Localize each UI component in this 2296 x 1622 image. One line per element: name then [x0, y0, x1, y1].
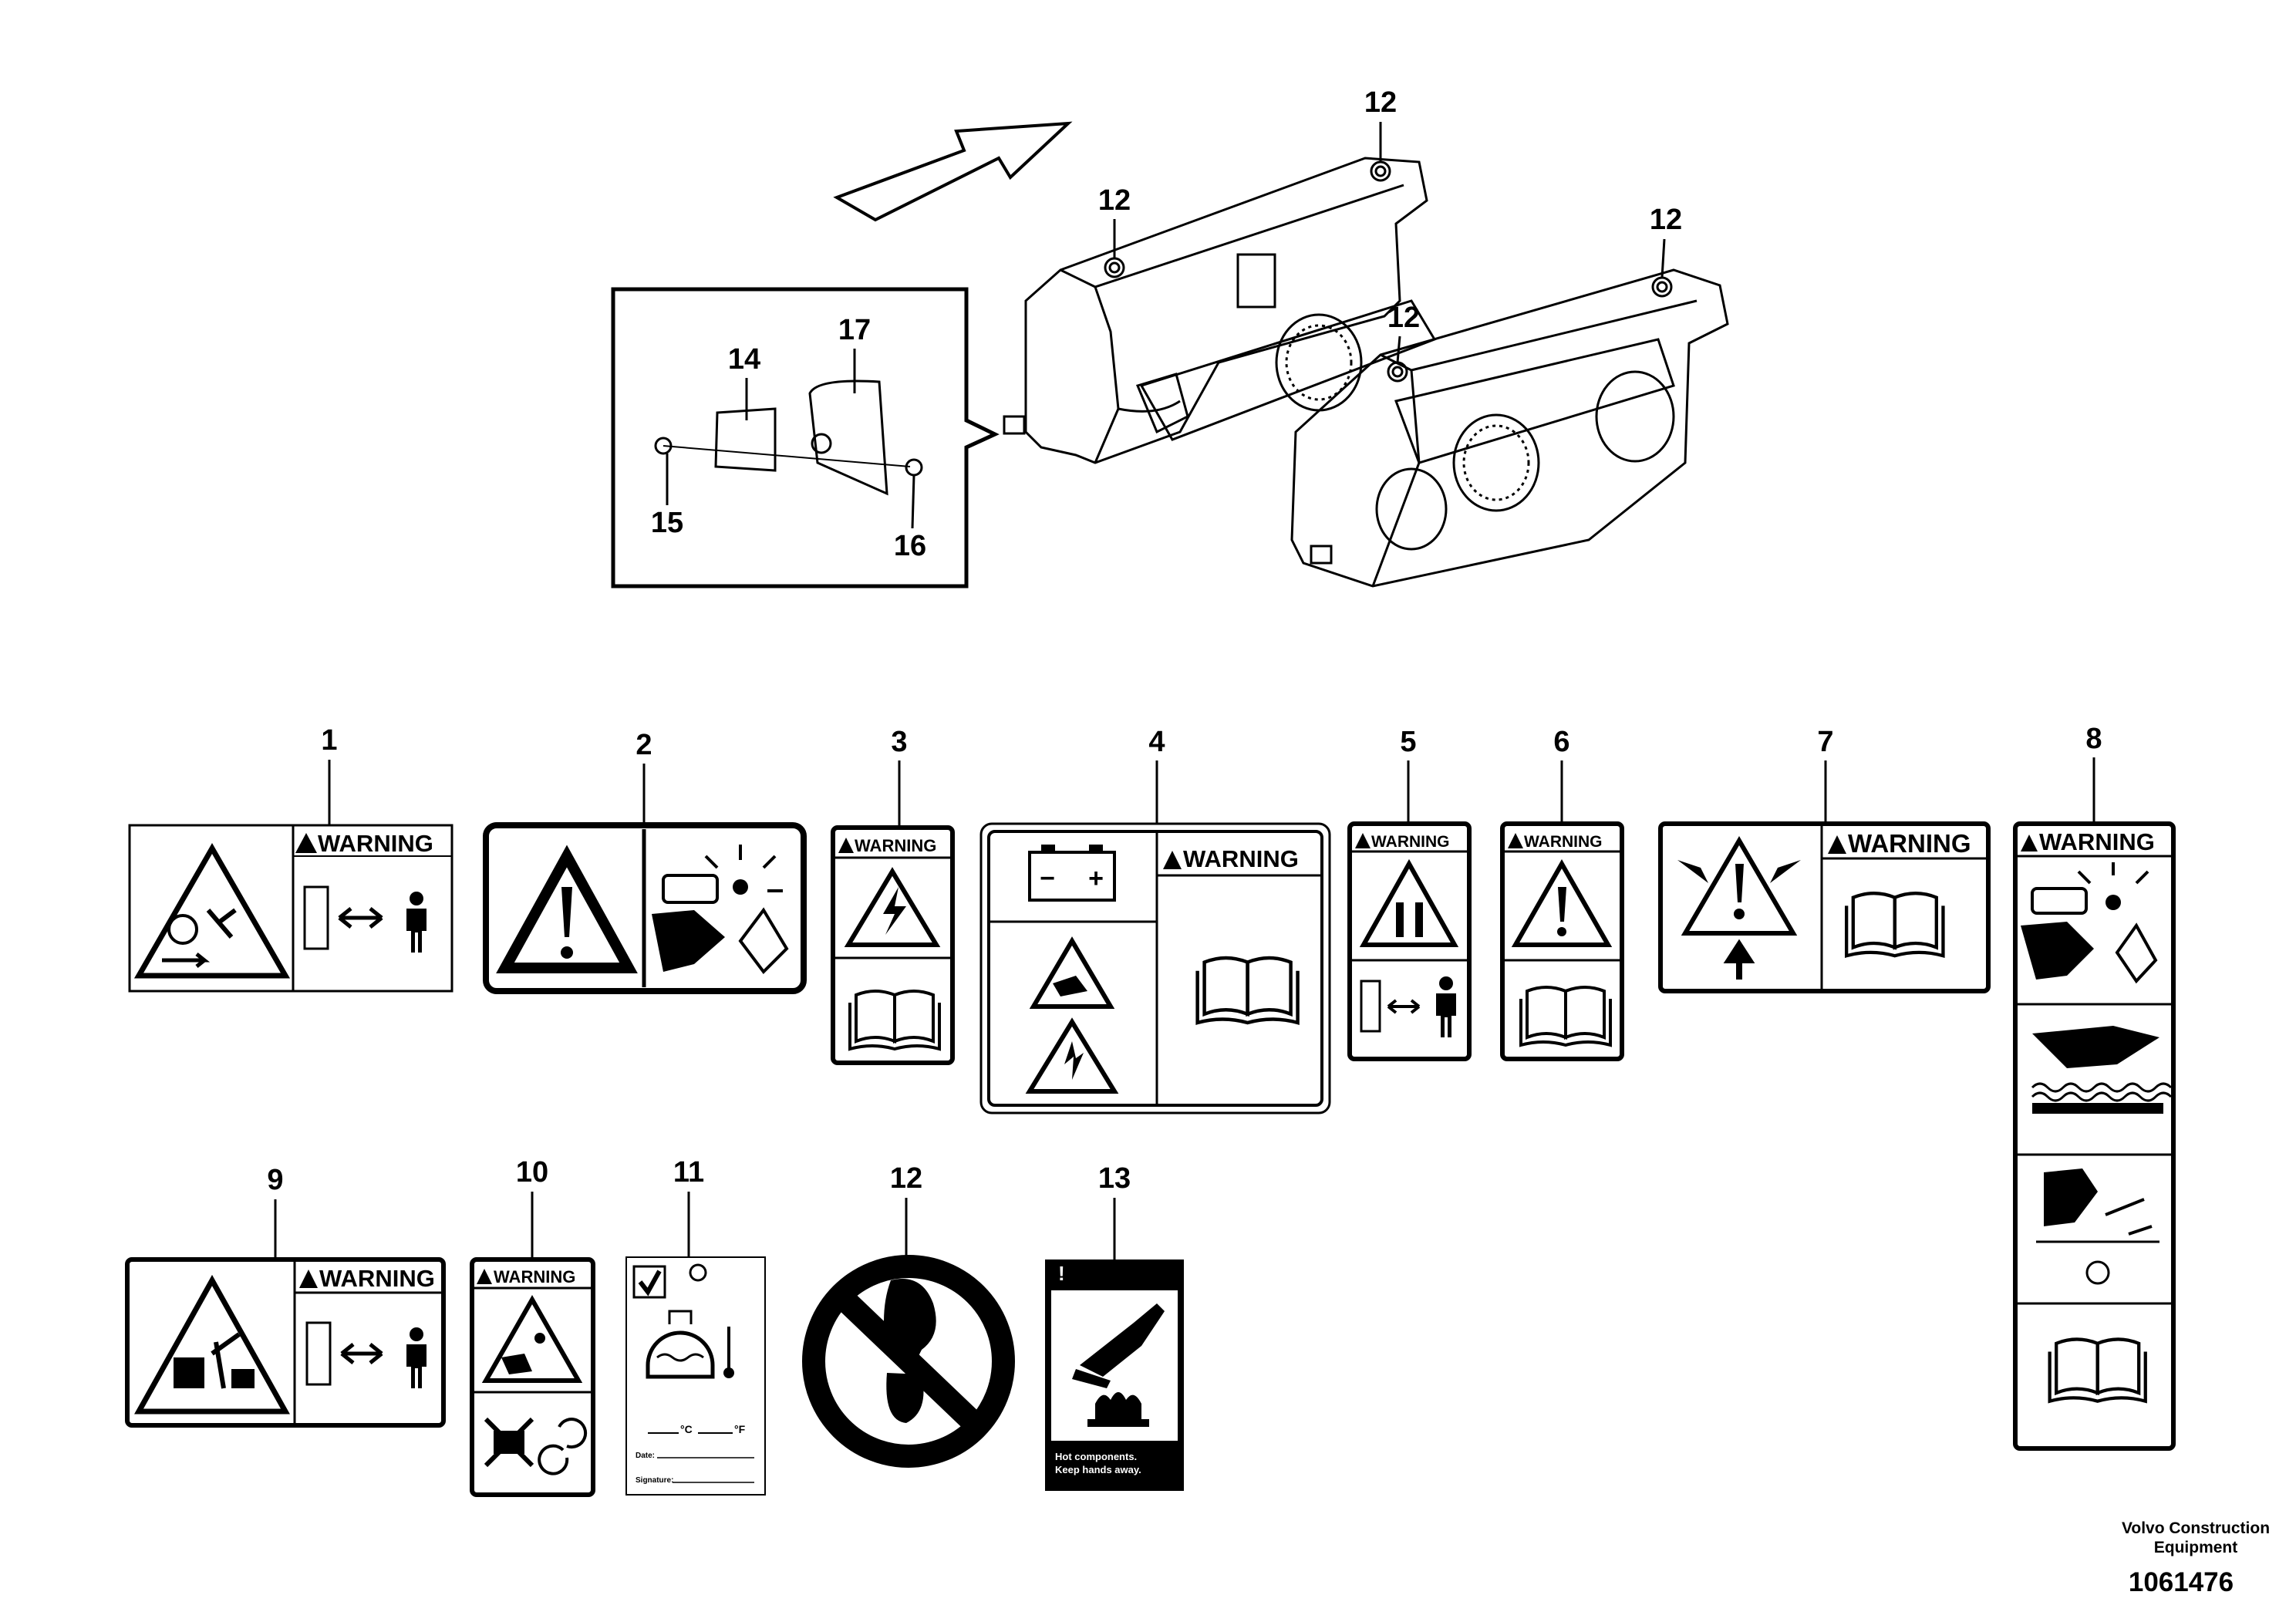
warning-label-4: WARNING: [1183, 845, 1299, 872]
callout-16: 16: [894, 530, 926, 562]
callout-8: 8: [2085, 723, 2102, 755]
warning-label-10: WARNING: [494, 1267, 575, 1286]
callout-2: 2: [636, 729, 652, 761]
decal-5: 5 WARNING: [1347, 726, 1472, 1061]
detail-inset: 14 17 15 16: [611, 287, 1000, 588]
callout-13: 13: [1098, 1162, 1131, 1195]
decal-12: 12: [802, 1162, 1015, 1468]
callout-12a: 12: [1364, 86, 1397, 119]
decal-4: 4 − + WARNING: [979, 726, 1331, 1114]
direction-arrow: [833, 121, 1073, 222]
decal-7: 7 WARNING: [1658, 726, 1991, 993]
company-line1: Volvo Construction: [2122, 1519, 2270, 1537]
decal-2: 2: [483, 729, 807, 994]
callouts-12-top: 12 12 12 12: [1098, 86, 1682, 363]
decal-3: 3 WARNING: [831, 726, 955, 1065]
decal-11: 11 °C °F Date: Signature:: [625, 1156, 766, 1496]
callout-7: 7: [1817, 726, 1833, 758]
callout-9: 9: [267, 1164, 283, 1196]
callout-12d: 12: [1387, 302, 1420, 334]
decal-10: 10 WARNING: [470, 1156, 595, 1497]
callout-6: 6: [1553, 726, 1569, 758]
callout-4: 4: [1148, 726, 1165, 758]
callout-14: 14: [728, 343, 760, 376]
callout-3: 3: [891, 726, 907, 758]
callout-1: 1: [321, 724, 337, 757]
callout-11: 11: [673, 1156, 704, 1189]
footer: Volvo Construction Equipment 1061476: [2122, 1519, 2270, 1597]
decal-9: 9 WARNING: [125, 1164, 446, 1428]
callout-10: 10: [516, 1156, 548, 1189]
decal-13: 13 ! Hot components. Keep hands away.: [1045, 1162, 1184, 1491]
date-label: Date:: [636, 1452, 655, 1460]
callout-12b: 12: [1098, 184, 1131, 217]
unit-celsius: °C: [680, 1423, 693, 1435]
warning-label-6: WARNING: [1524, 833, 1603, 851]
rear-frame: [1003, 157, 1428, 464]
figure-number: 1061476: [2129, 1567, 2234, 1597]
unit-fahrenheit: °F: [734, 1423, 746, 1435]
decal-6: 6 WARNING: [1500, 726, 1624, 1061]
signature-label: Signature:: [636, 1476, 673, 1485]
warning-label-9: WARNING: [319, 1265, 435, 1292]
callout-15: 15: [651, 507, 683, 539]
decal-1: 1 WARNING: [128, 724, 453, 993]
warning-label-3: WARNING: [855, 836, 936, 855]
battery-plus: +: [1088, 864, 1104, 893]
callout-12c: 12: [1650, 204, 1682, 236]
hot-line1: Hot components.: [1055, 1451, 1137, 1462]
battery-minus: −: [1040, 864, 1055, 893]
hot-line2: Keep hands away.: [1055, 1464, 1141, 1475]
company-line2: Equipment: [2154, 1539, 2238, 1556]
callout-5: 5: [1400, 726, 1416, 758]
warning-label-8: WARNING: [2039, 828, 2155, 855]
callout-17: 17: [838, 314, 871, 346]
exclamation-mark: !: [1058, 1262, 1065, 1285]
decal-8: 8 WARNING: [2013, 723, 2176, 1451]
axle-housings: [1139, 299, 1675, 551]
warning-label-7: WARNING: [1848, 829, 1971, 858]
warning-label-5: WARNING: [1371, 833, 1450, 851]
callout-12-decal: 12: [890, 1162, 922, 1195]
warning-label-1: WARNING: [318, 830, 433, 857]
